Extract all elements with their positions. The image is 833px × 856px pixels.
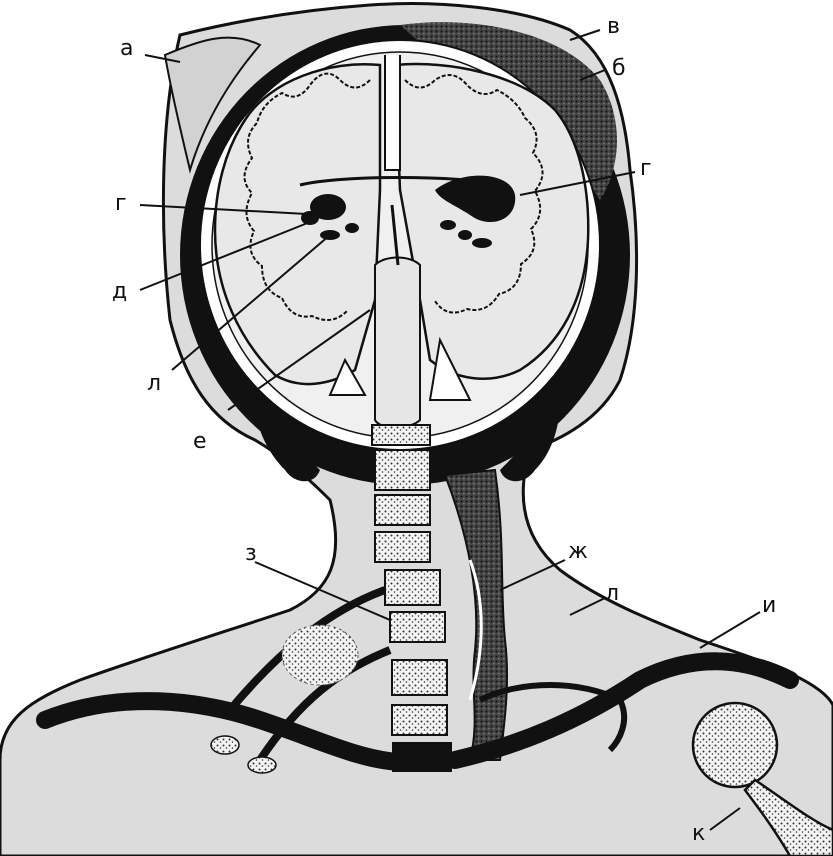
- right-ventricle-spot-3: [472, 238, 492, 248]
- left-ventricle-spot-3: [345, 223, 359, 233]
- label-l-head: л: [147, 371, 161, 396]
- rib-end-left-2: [248, 757, 276, 773]
- label-g-left: г: [115, 191, 127, 216]
- label-b: б: [612, 56, 626, 81]
- label-z: з: [245, 541, 257, 566]
- label-a: а: [120, 36, 133, 61]
- brainstem: [375, 258, 420, 428]
- rib-end-left-1: [211, 736, 239, 754]
- label-k: к: [692, 821, 705, 846]
- right-ventricle-spot-2: [458, 230, 472, 240]
- label-e: е: [193, 429, 207, 454]
- label-i: и: [762, 593, 776, 618]
- label-d: д: [112, 279, 127, 304]
- humeral-head: [693, 703, 777, 787]
- right-ventricle-spot-1: [440, 220, 456, 230]
- label-zh: ж: [568, 539, 588, 564]
- label-g-right: г: [640, 156, 652, 181]
- lymph-node-cluster: [282, 625, 358, 685]
- label-l-neck: л: [605, 581, 619, 606]
- label-v: в: [607, 14, 620, 39]
- midline-falx: [385, 55, 400, 170]
